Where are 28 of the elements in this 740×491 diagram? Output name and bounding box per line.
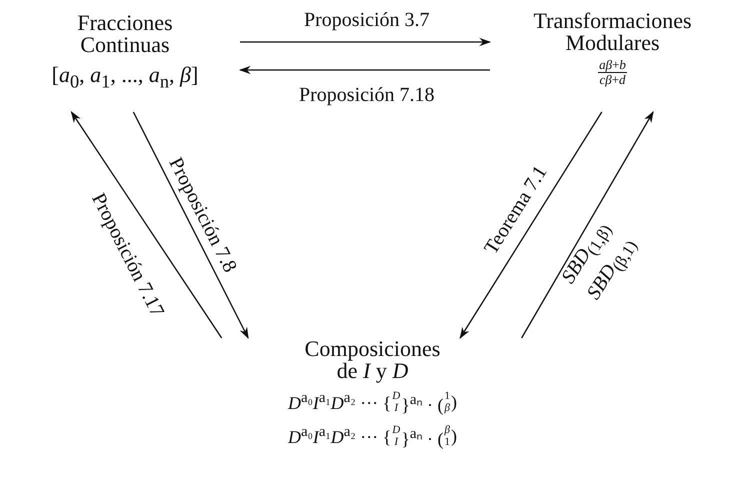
math-formula: ) — [451, 392, 458, 412]
stacked-symbol: I — [394, 402, 398, 414]
math-formula: }$^{aₙ}$ · ( — [401, 426, 444, 450]
concept-title: Fracciones Continuas — [76, 12, 174, 56]
stacked-symbol: β — [444, 402, 450, 414]
arrow — [70, 111, 222, 338]
arrow — [240, 38, 492, 46]
edge-label: Proposición 3.7 — [304, 9, 430, 31]
arrow — [132, 112, 249, 340]
arrow — [521, 111, 654, 338]
stacked-symbol: β — [444, 424, 450, 436]
arrow — [460, 112, 602, 339]
stacked-symbol: D — [392, 390, 400, 402]
edge-label: Proposición 7.18 — [299, 84, 435, 106]
fraction-denominator: cβ+d — [598, 73, 627, 87]
concept-title: Transformaciones Modulares — [532, 10, 693, 54]
math-formula: D$^{a₀}$I$^{a₁}$D$^{a₂}$ ··· { — [288, 390, 392, 414]
stacked-symbol: D — [392, 424, 400, 436]
math-formula: D$^{a₀}$I$^{a₁}$D$^{a₂}$ ··· { — [288, 424, 392, 448]
stacked-symbol: I — [394, 436, 398, 448]
concept-title: Composiciones de I y D — [304, 338, 442, 382]
math-formula: [a$_{0}$, a$_{1}$, ..., a$_{n}$, β] — [52, 62, 198, 92]
stacked-symbol: 1 — [444, 436, 450, 448]
stacked-symbol: 1 — [444, 390, 450, 402]
fraction-numerator: aβ+b — [598, 58, 627, 73]
arrow — [238, 66, 490, 74]
math-formula: }$^{aₙ}$ · ( — [401, 391, 444, 416]
math-formula: ) — [451, 426, 458, 446]
